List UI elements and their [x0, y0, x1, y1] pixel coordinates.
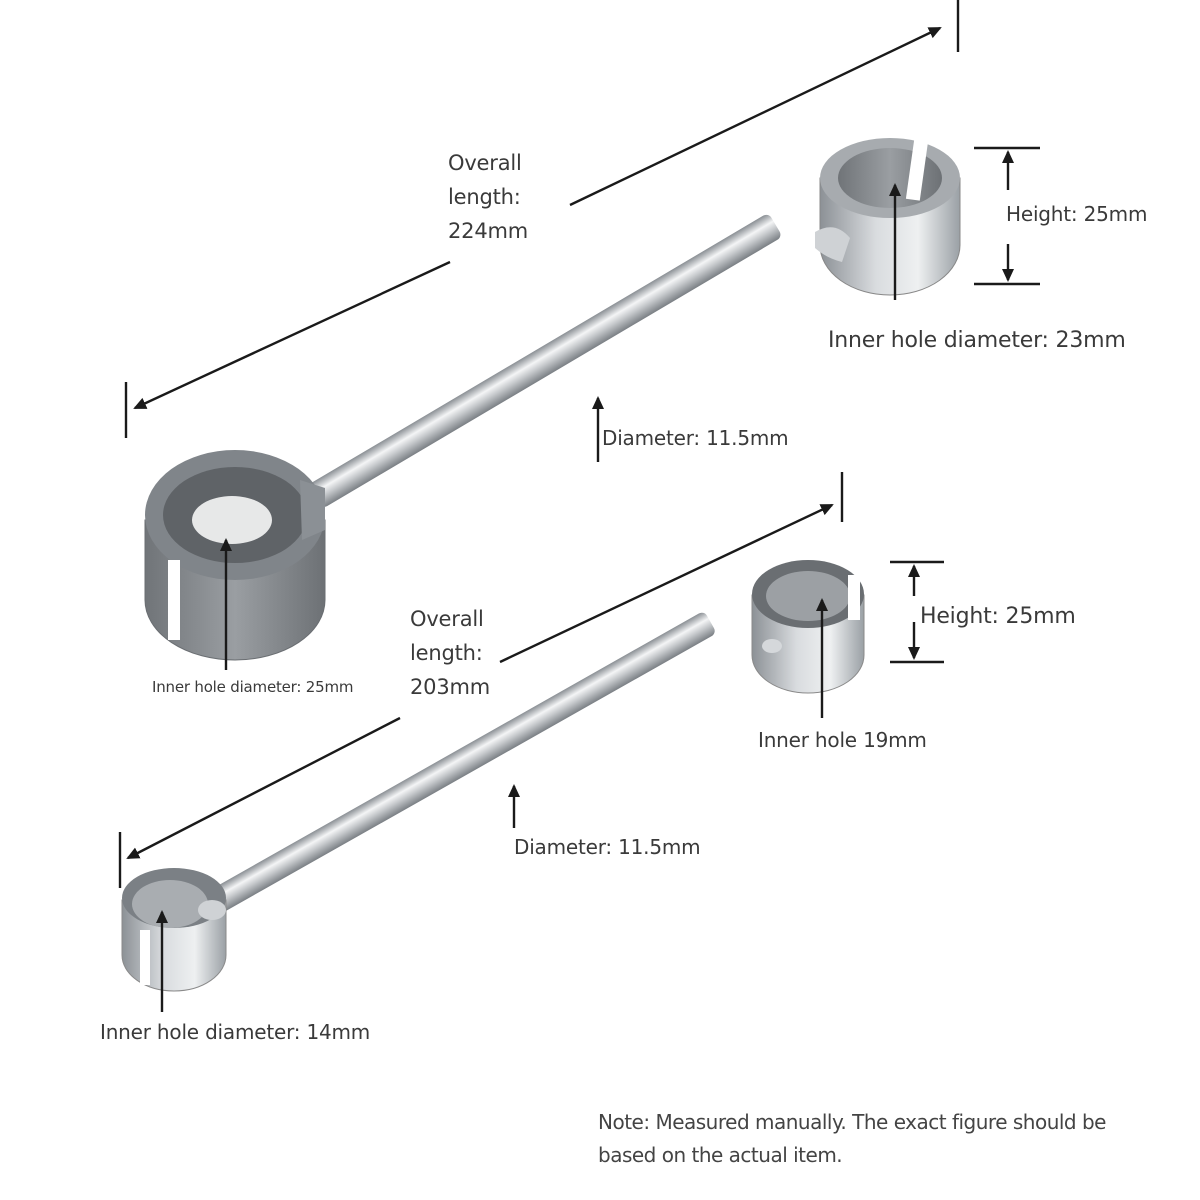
top-overall-length-line-1: Overall: [448, 151, 522, 175]
top-inner-hole-left-label: Inner hole diameter: 25mm: [152, 678, 354, 696]
bottom-rod: [205, 612, 715, 915]
top-rod: [310, 214, 781, 507]
bottom-right-eye: [751, 560, 865, 694]
bottom-length-line-left: [126, 716, 401, 860]
top-left-eye: [144, 450, 326, 661]
bottom-annotations: [118, 472, 944, 1012]
bottom-inner-hole-right-label: Inner hole 19mm: [758, 728, 927, 752]
top-rod-diameter-label: Diameter: 11.5mm: [602, 426, 789, 450]
note-line-2: based on the actual item.: [598, 1143, 843, 1167]
bottom-overall-length-line-3: 203mm: [410, 675, 490, 699]
top-annotations: [124, 0, 1040, 670]
top-inner-hole-right-label: Inner hole diameter: 23mm: [828, 328, 1126, 353]
bottom-left-eye: [121, 868, 227, 992]
bottom-overall-length-label: Overall length: 203mm: [410, 602, 490, 704]
top-length-line-right: [569, 26, 942, 207]
bottom-length-line-right: [499, 503, 834, 664]
top-overall-length-label: Overall length: 224mm: [448, 146, 528, 248]
top-right-eye: [815, 138, 961, 296]
top-part-drawing: [144, 138, 961, 661]
bottom-overall-length-line-2: length:: [410, 641, 483, 665]
top-height-label: Height: 25mm: [1006, 202, 1148, 226]
top-overall-length-line-3: 224mm: [448, 219, 528, 243]
top-length-line-left: [133, 260, 451, 410]
bottom-inner-hole-left-label: Inner hole diameter: 14mm: [100, 1020, 371, 1044]
measurement-note: Note: Measured manually. The exact figur…: [598, 1106, 1106, 1172]
bottom-overall-length-line-1: Overall: [410, 607, 484, 631]
note-line-1: Note: Measured manually. The exact figur…: [598, 1110, 1106, 1134]
bottom-height-label: Height: 25mm: [920, 604, 1076, 629]
top-overall-length-line-2: length:: [448, 185, 521, 209]
bottom-rod-diameter-label: Diameter: 11.5mm: [514, 835, 701, 859]
bottom-part-drawing: [121, 560, 865, 992]
